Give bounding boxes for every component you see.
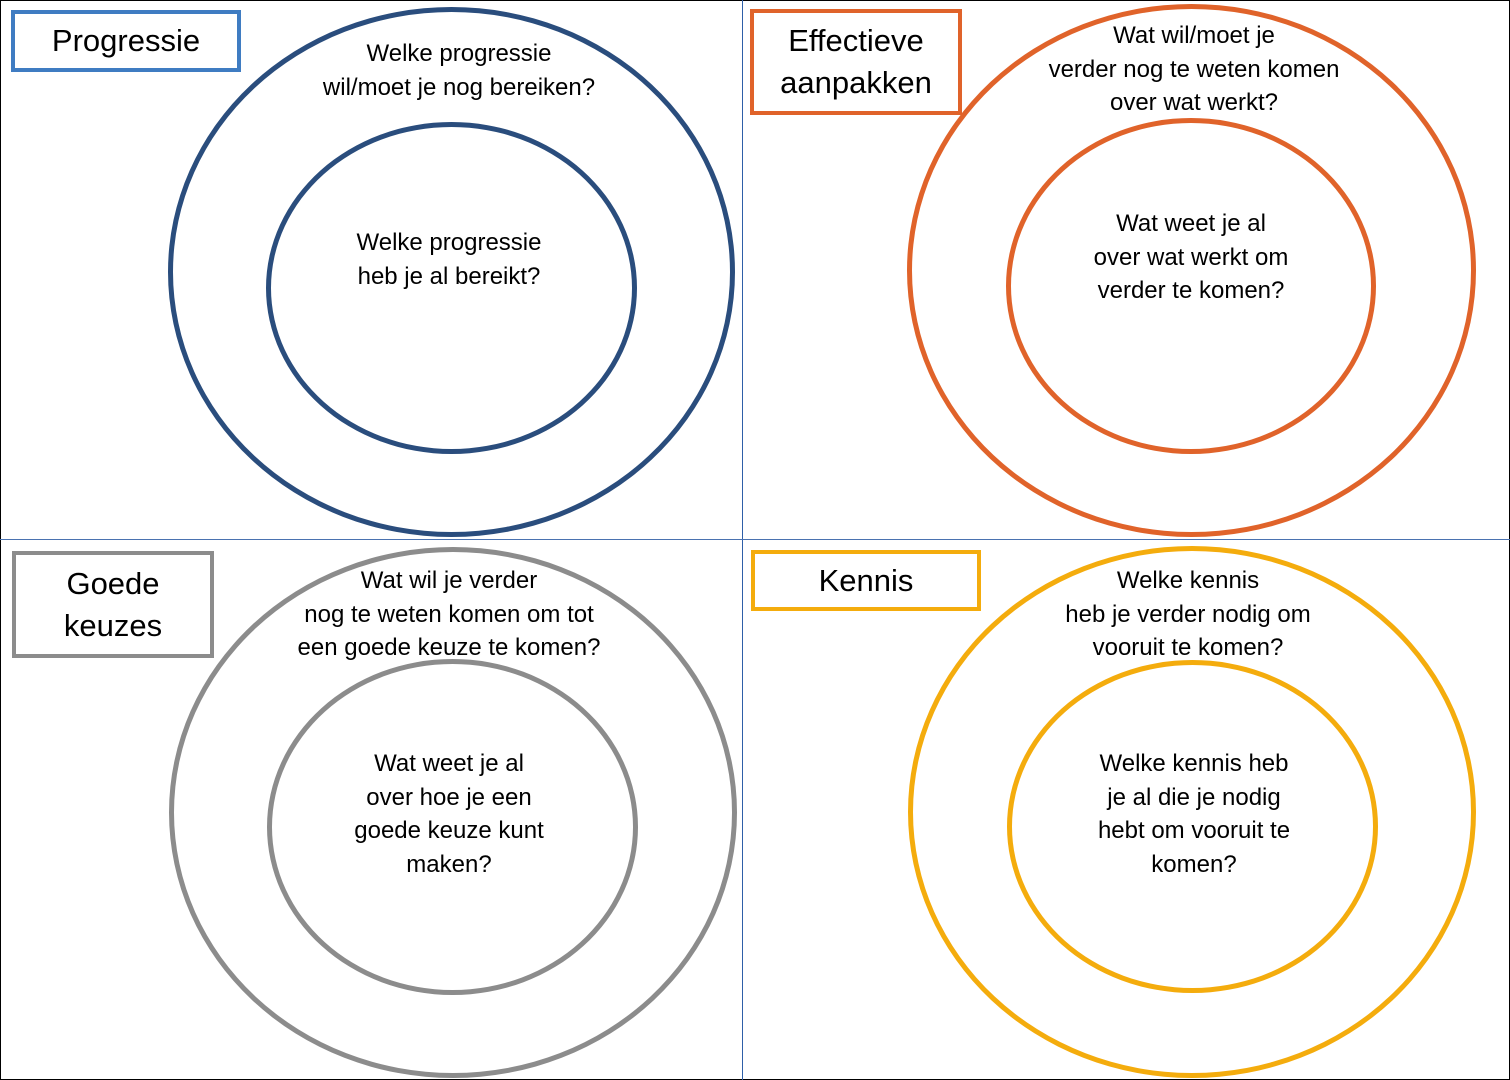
vertical-divider bbox=[742, 0, 743, 1080]
kennis-inner-circle bbox=[1007, 660, 1378, 993]
kennis-outer-question: Welke kennis heb je verder nodig om voor… bbox=[1065, 567, 1311, 661]
kennis-label: Kennis bbox=[751, 550, 981, 611]
effectieve-inner-circle bbox=[1006, 118, 1376, 454]
goede-inner-circle bbox=[267, 659, 638, 995]
horizontal-divider bbox=[0, 539, 1510, 540]
progressie-label: Progressie bbox=[11, 10, 241, 72]
kennis-inner-question: Welke kennis heb je al die je nodig hebt… bbox=[1097, 750, 1291, 878]
effectieve-outer-circle bbox=[907, 4, 1476, 537]
effectieve-outer-question: Wat wil/moet je verder nog te weten kome… bbox=[1048, 22, 1340, 116]
effectieve-label: Effectieve aanpakken bbox=[750, 9, 962, 115]
goede-outer-question: Wat wil je verder nog te weten komen om … bbox=[297, 567, 601, 661]
progressie-inner-circle bbox=[266, 122, 637, 454]
progressie-inner-question: Welke progressie heb je al bereikt? bbox=[356, 229, 542, 290]
goede-outer-circle bbox=[169, 547, 737, 1078]
effectieve-inner-question: Wat weet je al over wat werkt om verder … bbox=[1093, 210, 1289, 304]
goede-label: Goede keuzes bbox=[12, 551, 214, 658]
goede-inner-question: Wat weet je al over hoe je een goede keu… bbox=[354, 750, 544, 878]
kennis-outer-circle bbox=[908, 546, 1476, 1078]
progressie-outer-circle bbox=[168, 7, 735, 537]
progressie-outer-question: Welke progressie wil/moet je nog bereike… bbox=[322, 40, 596, 101]
